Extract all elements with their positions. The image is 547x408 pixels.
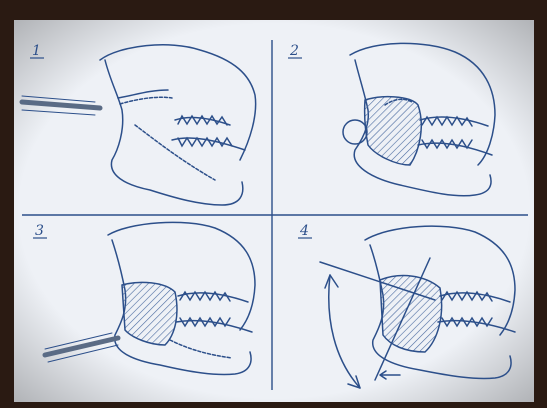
panel-number-4: 4 (299, 223, 309, 239)
panel-number-1: 1 (32, 43, 41, 59)
panel-number-3: 3 (35, 223, 44, 239)
panel-number-2: 2 (289, 43, 299, 59)
